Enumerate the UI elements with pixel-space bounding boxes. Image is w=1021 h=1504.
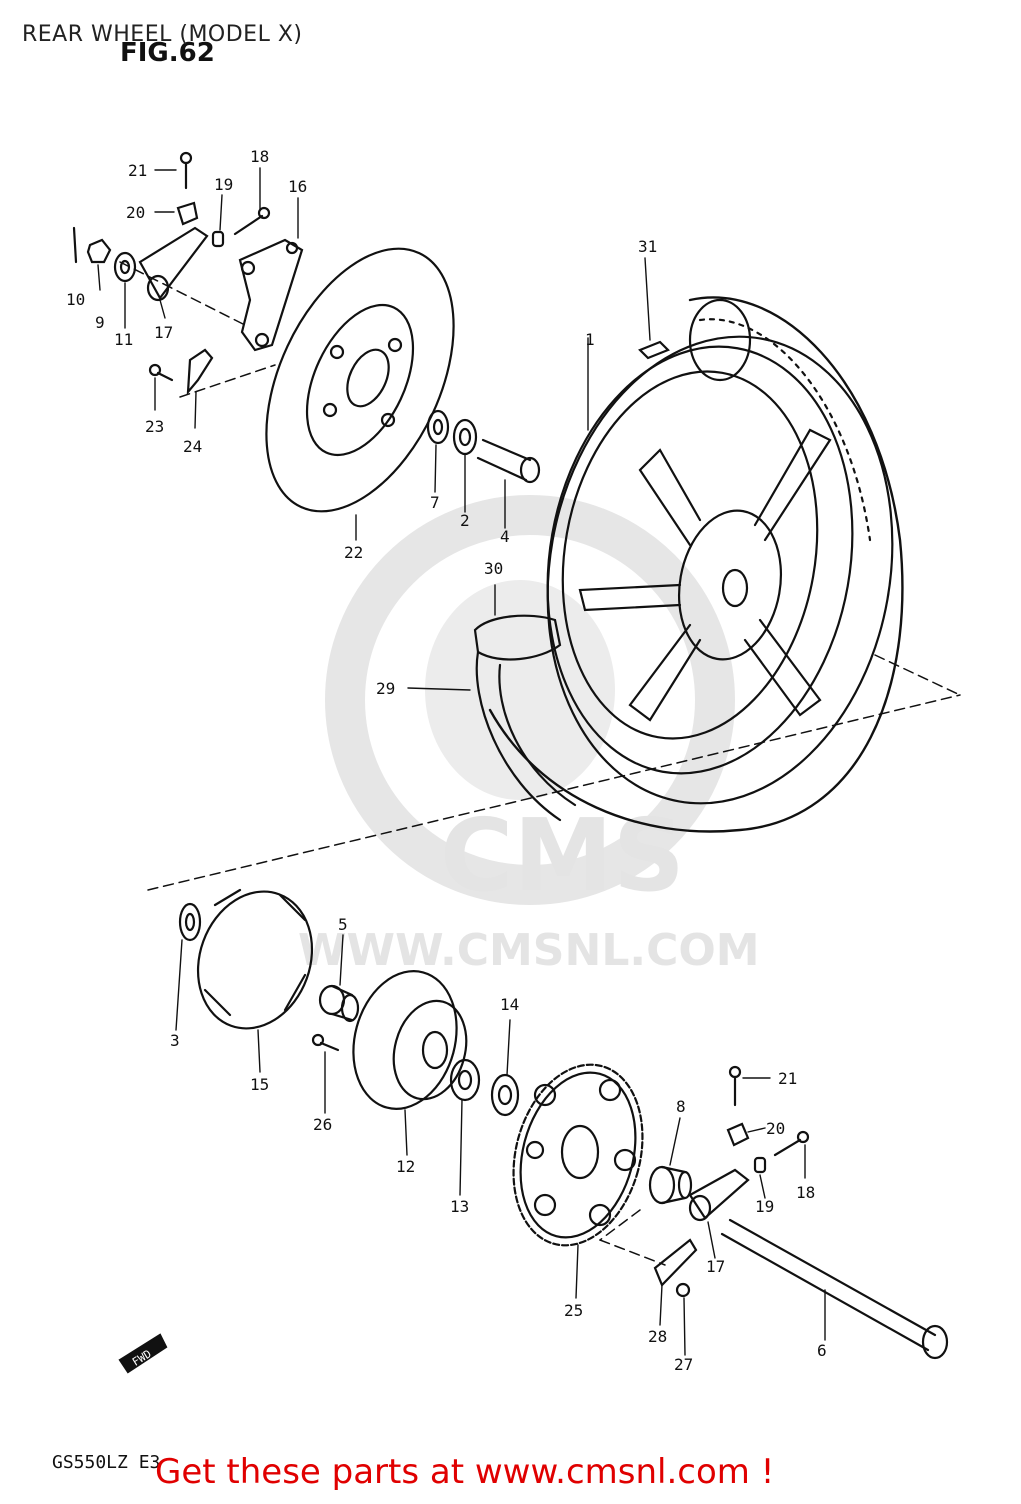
callout-27: 27 bbox=[674, 1355, 693, 1374]
callout-leaders bbox=[97, 167, 826, 1356]
callout-7: 7 bbox=[430, 493, 440, 512]
fwd-arrow-icon: FWD bbox=[118, 1333, 168, 1374]
callout-17-bottom: 17 bbox=[706, 1257, 725, 1276]
callout-15: 15 bbox=[250, 1075, 269, 1094]
callout-10: 10 bbox=[66, 290, 85, 309]
rim-band-30 bbox=[473, 614, 562, 661]
chain-adjuster-17-top bbox=[138, 226, 209, 302]
sprocket-25 bbox=[512, 1063, 644, 1247]
model-code: GS550LZ E3 bbox=[52, 1452, 161, 1473]
callout-8: 8 bbox=[676, 1097, 686, 1116]
callout-2: 2 bbox=[460, 511, 470, 530]
nut-27 bbox=[675, 1282, 691, 1298]
valve-31 bbox=[638, 340, 670, 360]
nut-20-bottom bbox=[726, 1122, 750, 1147]
callout-16: 16 bbox=[288, 177, 307, 196]
oil-seal-14 bbox=[490, 1073, 520, 1117]
callout-13: 13 bbox=[450, 1197, 469, 1216]
callout-24: 24 bbox=[183, 437, 202, 456]
figure-label: FIG.62 bbox=[120, 38, 215, 68]
callout-29: 29 bbox=[376, 679, 395, 698]
callout-28: 28 bbox=[648, 1327, 667, 1346]
bolt-21-bottom bbox=[728, 1065, 742, 1107]
nut-9 bbox=[86, 238, 112, 264]
caliper-bracket-16 bbox=[238, 238, 304, 352]
bolt-18-bottom bbox=[773, 1130, 810, 1157]
callout-11: 11 bbox=[114, 330, 133, 349]
cotter-pin-10 bbox=[72, 226, 78, 264]
callout-21: 21 bbox=[128, 161, 147, 180]
callout-19-bottom: 19 bbox=[755, 1197, 774, 1216]
callout-17-top: 17 bbox=[154, 323, 173, 342]
tire-1 bbox=[488, 296, 904, 833]
spacer-8 bbox=[648, 1165, 693, 1205]
promo-link[interactable]: Get these parts at www.cmsnl.com ! bbox=[155, 1452, 775, 1492]
callout-20: 20 bbox=[126, 203, 145, 222]
wheel-1 bbox=[546, 335, 894, 805]
callout-4: 4 bbox=[500, 527, 510, 546]
spacer-5 bbox=[318, 984, 360, 1023]
callout-18-bottom: 18 bbox=[796, 1183, 815, 1202]
callout-19: 19 bbox=[214, 175, 233, 194]
damper-15 bbox=[196, 888, 314, 1030]
callout-30: 30 bbox=[484, 559, 503, 578]
callout-3: 3 bbox=[170, 1031, 180, 1050]
bolt-23 bbox=[148, 363, 174, 382]
lock-plate-24 bbox=[186, 348, 214, 396]
bolt-18-top bbox=[233, 206, 271, 236]
lock-plate-28 bbox=[653, 1238, 698, 1287]
axle-6 bbox=[720, 1218, 949, 1360]
chain-adjuster-17-bottom bbox=[688, 1168, 750, 1222]
brake-disc-22 bbox=[265, 247, 455, 513]
bearing-13 bbox=[449, 1058, 481, 1102]
callout-25: 25 bbox=[564, 1301, 583, 1320]
callout-5: 5 bbox=[338, 915, 348, 934]
oil-seal-7 bbox=[426, 409, 450, 445]
callout-9: 9 bbox=[95, 313, 105, 332]
callout-6: 6 bbox=[817, 1341, 827, 1360]
retainer-3 bbox=[178, 902, 202, 942]
bearing-2 bbox=[452, 418, 478, 456]
tire-section-29 bbox=[475, 650, 577, 822]
callout-1: 1 bbox=[585, 330, 595, 349]
callout-31: 31 bbox=[638, 237, 657, 256]
callout-labels: 21 20 18 19 16 10 9 11 17 23 24 22 7 2 4… bbox=[66, 147, 827, 1374]
callout-22: 22 bbox=[344, 543, 363, 562]
callout-12: 12 bbox=[396, 1157, 415, 1176]
bolt-21-top bbox=[179, 151, 193, 190]
spacer-4 bbox=[476, 438, 541, 484]
bolt-26 bbox=[311, 1033, 340, 1052]
washer-11 bbox=[113, 251, 137, 283]
cms-watermark: CMS WWW.CMSNL.COM bbox=[298, 495, 760, 976]
collar-19-top bbox=[211, 230, 225, 248]
watermark-url: WWW.CMSNL.COM bbox=[298, 925, 760, 976]
collar-19-bottom bbox=[753, 1156, 767, 1174]
page-title: REAR WHEEL (MODEL X) bbox=[22, 22, 303, 47]
callout-23: 23 bbox=[145, 417, 164, 436]
nut-20-top bbox=[176, 201, 199, 226]
callout-14: 14 bbox=[500, 995, 519, 1014]
callout-21-bottom: 21 bbox=[778, 1069, 797, 1088]
callout-26: 26 bbox=[313, 1115, 332, 1134]
callout-20-bottom: 20 bbox=[766, 1119, 785, 1138]
callout-18: 18 bbox=[250, 147, 269, 166]
watermark-brand: CMS bbox=[440, 797, 685, 914]
